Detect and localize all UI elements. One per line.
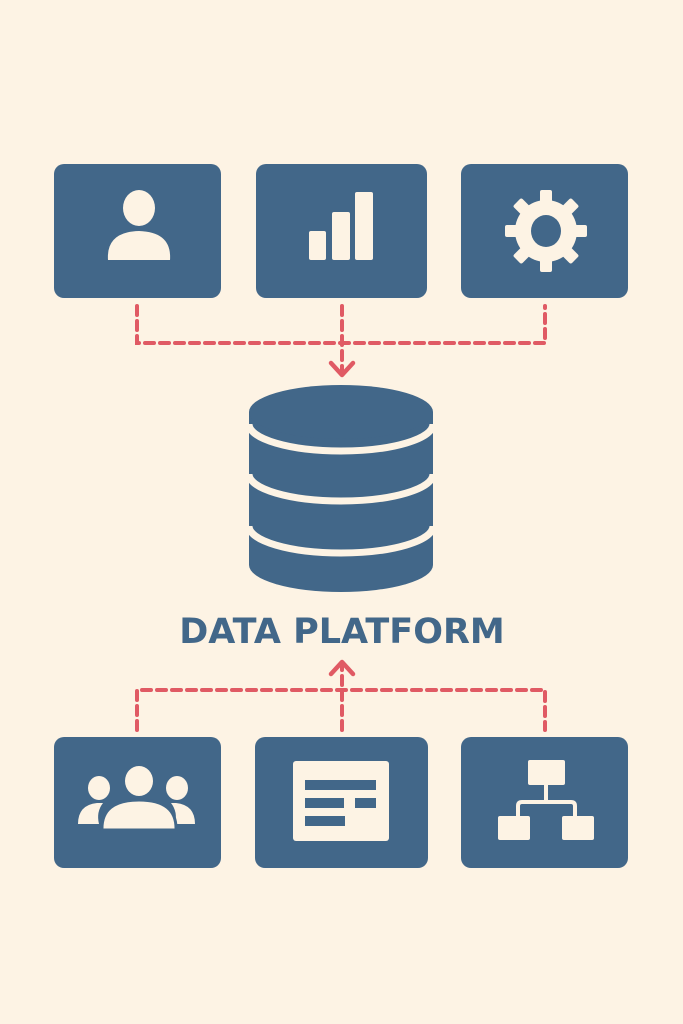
arrow-up-icon — [328, 659, 356, 677]
database-icon — [245, 385, 437, 592]
bottom-connectors — [135, 659, 547, 732]
users-group-icon — [78, 766, 195, 832]
top-connectors — [135, 304, 547, 378]
structure-box — [461, 737, 628, 868]
team-box — [54, 737, 221, 868]
settings-box — [461, 164, 628, 298]
hierarchy-icon — [498, 760, 594, 840]
user-icon — [107, 190, 171, 260]
analytics-box — [256, 164, 427, 298]
gear-icon — [505, 190, 587, 272]
form-box — [255, 737, 428, 868]
bar-chart-icon — [309, 192, 373, 260]
user-box — [54, 164, 221, 298]
document-form-icon — [293, 761, 389, 841]
platform-title: DATA PLATFORM — [179, 612, 505, 652]
arrow-down-icon — [328, 360, 356, 378]
